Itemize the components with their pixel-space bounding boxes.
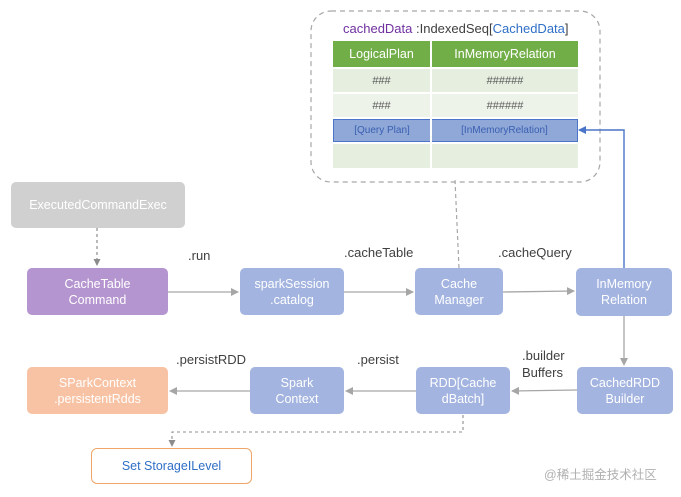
- header-inmemory-relation: InMemoryRelation: [432, 41, 578, 67]
- arrow-cache-query: [502, 287, 575, 296]
- table-title-end: ]: [564, 21, 569, 36]
- row-4-inmemory-relation: [432, 144, 578, 168]
- label-builder-buffers: .builder Buffers: [522, 348, 565, 380]
- table-title-sep: :IndexedSeq[: [412, 21, 493, 36]
- arrow-builder-buffers: [511, 386, 578, 395]
- cache-manager-node: Cache Manager: [415, 268, 503, 315]
- row-1-inmemory-relation: ######: [432, 69, 578, 92]
- storage-level-node: Set StorageILevel: [91, 448, 252, 484]
- row-3-logical-plan: [Query Plan]: [333, 119, 430, 142]
- persistent-rdds-node: SParkContext .persistentRdds: [27, 367, 168, 414]
- cached-data-table: LogicalPlan InMemoryRelation ### ###### …: [333, 41, 578, 168]
- cache-table-command-node: CacheTable Command: [27, 268, 168, 315]
- row-2-inmemory-relation: ######: [432, 94, 578, 117]
- label-cache-query: .cacheQuery: [498, 245, 572, 260]
- cachedrdd-builder-node: CachedRDD Builder: [577, 367, 673, 414]
- watermark: @稀土掘金技术社区: [544, 468, 657, 482]
- spark-context-node: Spark Context: [250, 367, 344, 414]
- inmemory-relation-node: InMemory Relation: [576, 268, 672, 316]
- table-title-name: cachedData: [343, 21, 413, 36]
- dashed-manager-to-table: [454, 179, 460, 269]
- arrow-relation-to-table: [578, 126, 625, 268]
- table-title-type: CachedData: [492, 21, 565, 36]
- spark-session-catalog-node: sparkSession .catalog: [240, 268, 344, 315]
- row-1-logical-plan: ###: [333, 69, 430, 92]
- executed-command-exec-node: ExecutedCommandExec: [11, 182, 185, 228]
- label-persist-rdd: .persistRDD: [176, 352, 247, 367]
- label-cache-table: .cacheTable: [344, 245, 414, 260]
- cached-data-container: [310, 10, 601, 183]
- row-3-inmemory-relation: [InMemoryRelation]: [432, 119, 578, 142]
- rdd-cachedbatch-node: RDD[Cache dBatch]: [416, 367, 510, 414]
- label-persist: .persist: [357, 352, 399, 367]
- table-title: cachedData :IndexedSeq[CachedData]: [343, 21, 569, 36]
- header-logical-plan: LogicalPlan: [333, 41, 430, 67]
- arrow-rdd-to-storage: [168, 415, 464, 447]
- row-2-logical-plan: ###: [333, 94, 430, 117]
- row-4-logical-plan: [333, 144, 430, 168]
- label-run: .run: [188, 248, 211, 263]
